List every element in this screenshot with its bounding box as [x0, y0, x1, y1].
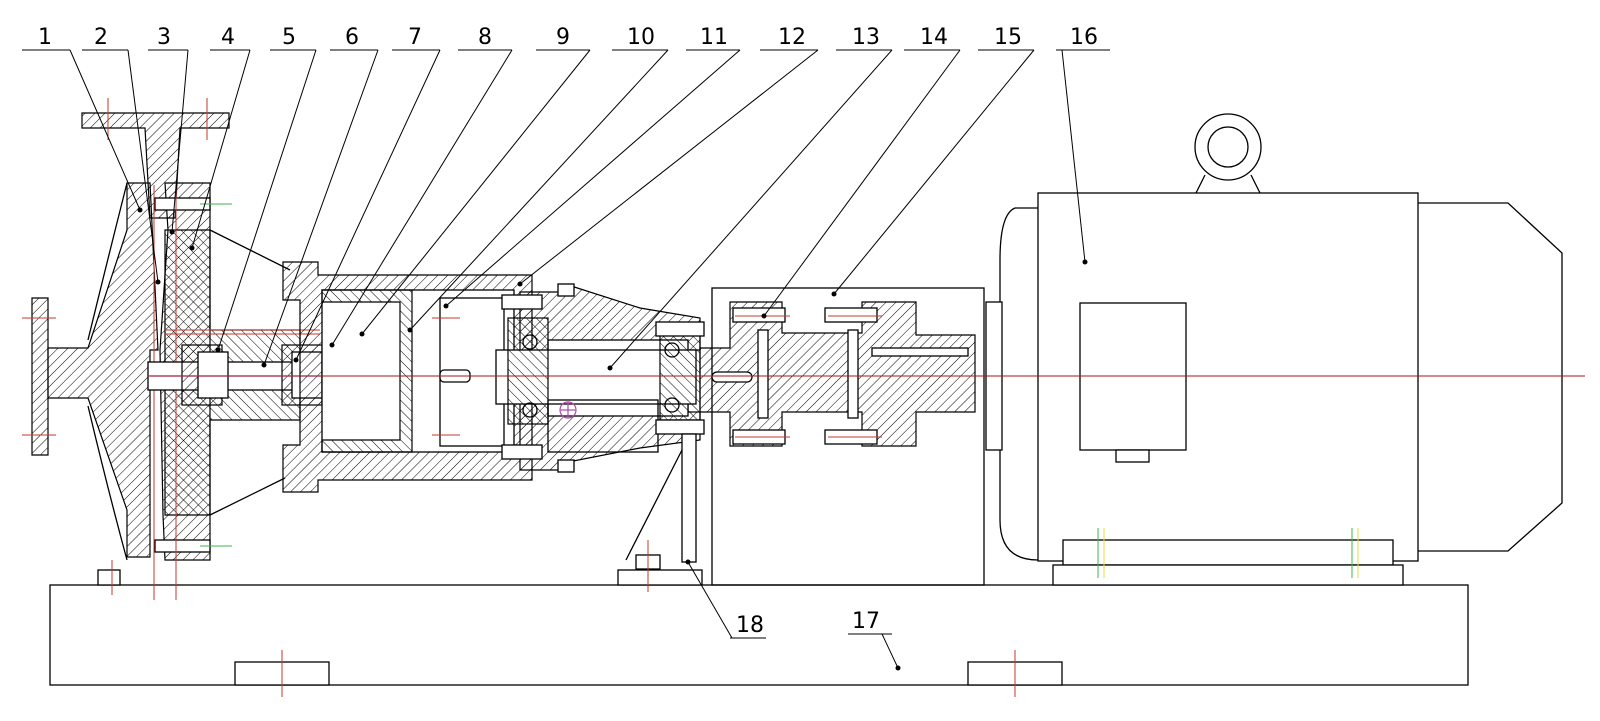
- bearing-support: [617, 433, 703, 592]
- label-8: 8: [478, 25, 492, 50]
- label-2: 2: [94, 25, 108, 50]
- isolation-housing: [282, 261, 533, 493]
- pump-casing: [22, 98, 301, 600]
- coupling-guard: [711, 287, 985, 586]
- label-5: 5: [282, 25, 296, 50]
- label-6: 6: [345, 25, 359, 50]
- label-7: 7: [408, 25, 422, 50]
- label-14: 14: [920, 25, 948, 50]
- shaft-coupling: [699, 301, 976, 447]
- label-13: 13: [852, 25, 880, 50]
- label-9: 9: [556, 25, 570, 50]
- label-11: 11: [700, 25, 728, 50]
- label-4: 4: [221, 25, 235, 50]
- label-17: 17: [852, 609, 880, 634]
- electric-motor: [985, 113, 1563, 586]
- part-labels: 1 2 3 4 5 6 7 8: [22, 25, 1110, 671]
- label-1: 1: [38, 25, 52, 50]
- label-18: 18: [736, 613, 764, 638]
- base-plate: [49, 569, 1469, 697]
- label-16: 16: [1070, 25, 1098, 50]
- label-12: 12: [778, 25, 806, 50]
- label-15: 15: [994, 25, 1022, 50]
- label-10: 10: [627, 25, 655, 50]
- bearing-housing: [495, 283, 705, 473]
- label-3: 3: [157, 25, 171, 50]
